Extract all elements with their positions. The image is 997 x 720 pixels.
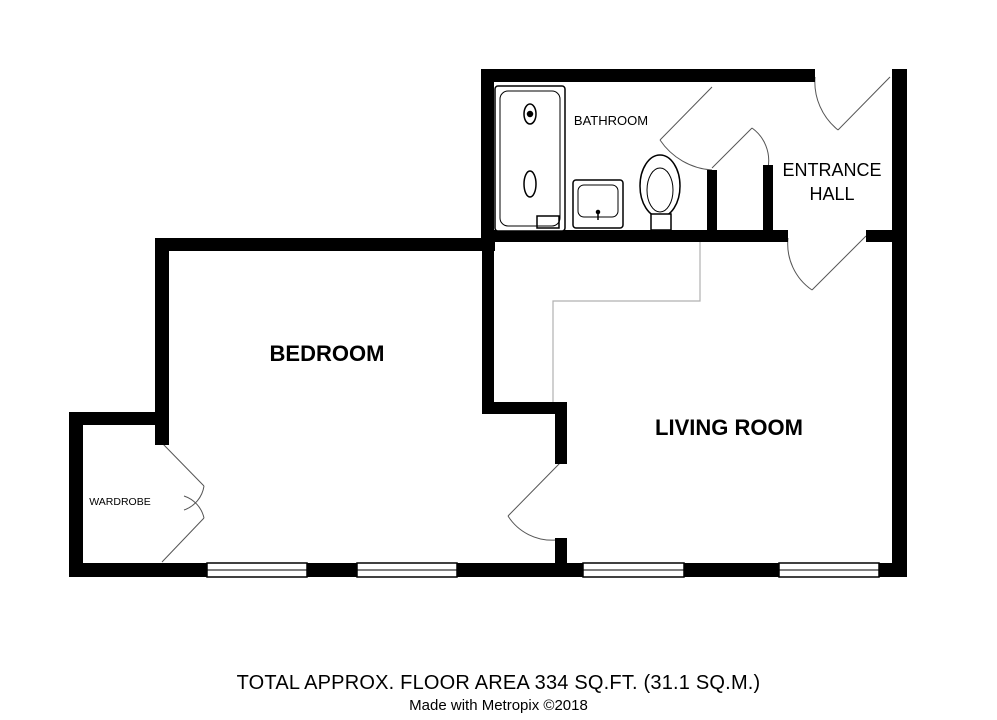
living-room-label: LIVING ROOM	[655, 415, 803, 440]
wardrobe-label: WARDROBE	[89, 496, 150, 508]
open-plan-boundary	[552, 242, 701, 410]
metropix-credit: Made with Metropix ©2018	[409, 697, 588, 714]
total-floor-area: TOTAL APPROX. FLOOR AREA 334 SQ.FT. (31.…	[236, 672, 761, 694]
bedroom-label: BEDROOM	[270, 341, 385, 366]
toilet-icon	[639, 154, 681, 231]
door-swings	[161, 76, 891, 563]
bathroom-label: BATHROOM	[574, 113, 648, 128]
entrance-hall-label-line1: ENTRANCE	[782, 160, 881, 180]
sink-icon	[572, 179, 624, 229]
walls	[69, 69, 907, 577]
bath-icon	[494, 85, 566, 232]
entrance-hall-label-line2: HALL	[809, 184, 854, 204]
